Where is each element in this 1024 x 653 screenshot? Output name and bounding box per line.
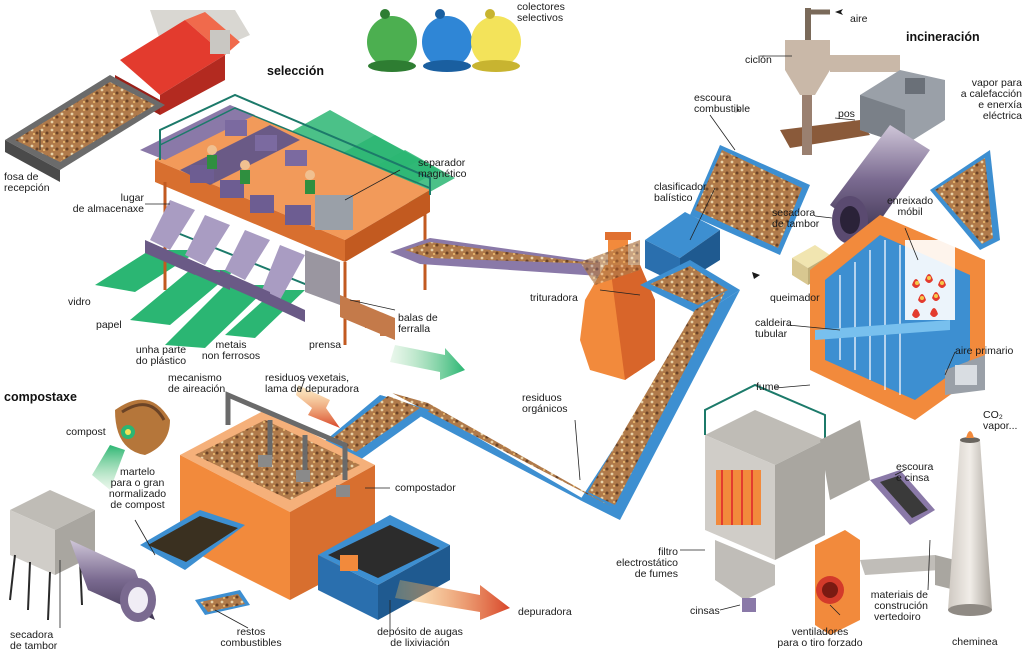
reception-pit [5, 75, 165, 182]
label-colectores: colectores selectivos [517, 1, 565, 24]
label-escoura-combustible: escoura combustible [694, 92, 751, 115]
label-lugar: lugar de almacenaxe [72, 192, 144, 215]
label-balas: balas de ferralla [398, 312, 438, 335]
label-cheminea: cheminea [952, 636, 998, 648]
label-escoura-cinsa: escoura e cinsa [896, 461, 934, 484]
conveyor-network [320, 120, 1000, 520]
label-secadora-incineracion: secadora de tambor [772, 207, 820, 230]
drum-dryer-incineration [830, 125, 930, 244]
label-secadora-compost: secadora de tambor [10, 629, 58, 652]
flow-arrows [734, 9, 843, 279]
label-co2: CO₂ vapor... [983, 409, 1018, 432]
label-plastico: unha parte do plástico [135, 344, 187, 367]
label-clasificador: clasificador balístico [654, 181, 707, 204]
label-compostador: compostador [395, 482, 456, 494]
label-residuos-vexetais: residuos vexetais, lama de depuradora [265, 372, 359, 395]
selective-containers [367, 9, 521, 72]
label-vertedoiro: vertedoiro [874, 611, 921, 623]
section-title-incineracion: incineración [906, 30, 980, 44]
label-cinsas: cinsas [690, 605, 720, 617]
label-vidro: vidro [68, 296, 91, 308]
ash-conveyor [870, 470, 935, 525]
forced-draft-fans [815, 530, 955, 635]
pointer-lines [39, 55, 956, 630]
leachate-basin [318, 515, 450, 620]
label-filtro: filtro electrostático de fumes [616, 546, 678, 580]
label-metais: metais non ferrosos [201, 339, 261, 362]
section-title-seleccion: selección [267, 64, 324, 78]
scrap-bales [350, 300, 390, 336]
chimney [948, 431, 992, 616]
label-residuos-organicos: residuos orgánicos [522, 392, 568, 415]
sorted-material-beams [95, 110, 455, 348]
label-compost: compost [66, 426, 106, 438]
compost-arrow [92, 445, 125, 490]
label-pos: pos [838, 108, 855, 120]
label-separador: separador magnético [418, 157, 467, 180]
scrap-bale-arrow [390, 345, 465, 380]
label-ventiladores: ventiladores para o tiro forzado [777, 626, 863, 649]
compost-bin-icon [115, 399, 170, 455]
label-deposito: depósito de augas de lixiviación [377, 626, 463, 649]
label-aire-primario: aire primario [955, 345, 1014, 357]
section-title-compostaxe: compostaxe [4, 390, 77, 404]
label-materiais: materiais de construción [870, 589, 928, 612]
label-martelo: martelo para o gran normalizado de compo… [108, 466, 167, 511]
drum-dryer-compost [9, 490, 156, 622]
label-papel: papel [96, 319, 122, 331]
cyclone [785, 8, 900, 155]
label-mecanismo: mecanismo de aireación [168, 372, 226, 395]
label-restos: restos combustibles [220, 626, 282, 649]
electrostatic-filter [704, 383, 870, 612]
label-vapor: vapor para a calefacción e enerxía eléct… [960, 77, 1022, 122]
sorting-platform [140, 93, 431, 345]
treatment-arrow [395, 580, 510, 620]
label-prensa: prensa [309, 339, 342, 351]
label-caldeira: caldeira tubular [755, 317, 792, 340]
label-aire: aire [850, 13, 868, 25]
label-fosa: fosa de recepción [4, 171, 50, 194]
belt-to-crusher [390, 238, 600, 276]
crusher [580, 232, 655, 380]
label-ciclon: ciclón [745, 54, 772, 66]
label-fume: fume [756, 381, 780, 393]
label-enreixado: enreixado móbil [886, 195, 934, 218]
sludge-arrow [296, 385, 340, 428]
boiler [810, 215, 985, 420]
label-queimador: queimador [770, 292, 820, 304]
compost-belt [140, 510, 250, 615]
label-depuradora: depuradora [518, 606, 572, 618]
label-trituradora: trituradora [530, 292, 578, 304]
